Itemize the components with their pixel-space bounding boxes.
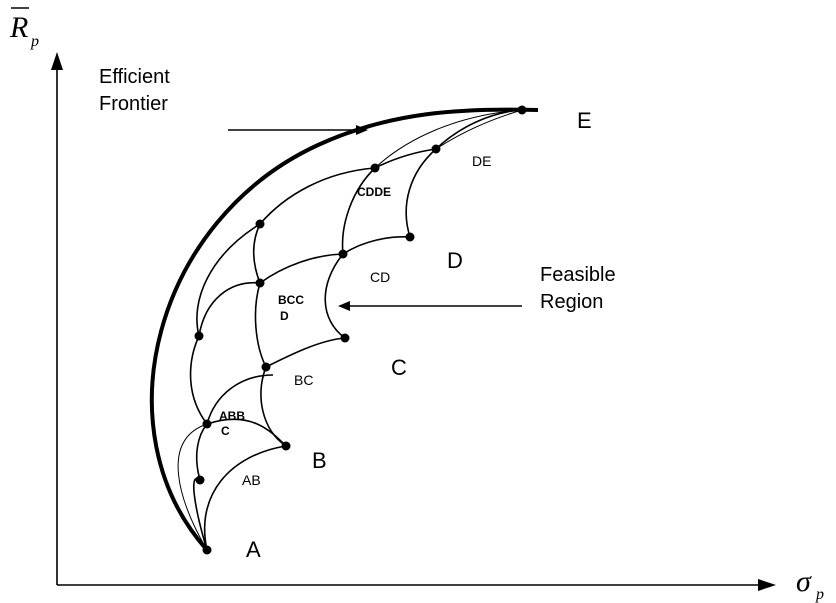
curve-cd-d [342,236,411,255]
curve-de-to-e-thin [435,109,523,150]
curve-frontier-to-bccd [196,223,261,337]
point-de-dot [431,144,441,154]
curve-d-de [405,148,437,238]
efficient-frontier-curve [150,107,539,552]
x-axis-label: σ [796,565,812,598]
point-a-label: A [246,537,261,562]
curve-ab-side [195,423,208,481]
point-bccd-dot [255,278,265,288]
point-c-dot [340,333,350,343]
curve-cdde-to-e-thin [374,109,523,169]
point-upper-left-dot [255,219,265,229]
point-e-label: E [577,108,592,133]
y-axis-label: R [9,11,28,44]
region-abbc-label-line1: ABB [219,409,245,423]
point-cd-dot [338,249,348,259]
curve-left-abbc-upper [189,335,208,425]
point-b-label: B [312,448,327,473]
point-abbc-dot [202,419,212,429]
curve-cdde-down [341,167,376,255]
feasible-region-label-line2: Region [540,291,603,313]
point-d-dot [405,232,415,242]
point-ab-mid-dot [195,475,205,485]
point-left-mid-dot [194,331,204,341]
point-e-dot [517,105,527,115]
curve-upper-left-bccd [252,223,261,284]
point-bc-dot [261,362,271,372]
region-cd-label: CD [370,269,390,285]
point-c-label: C [391,355,407,380]
region-abbc-label-line2: C [221,424,230,438]
curve-left-bccd [198,281,261,337]
point-b-dot [281,441,291,451]
curve-a-b [203,445,287,551]
y-axis-arrow-icon [51,52,63,70]
feasible-region-label-line1: Feasible [540,264,616,286]
region-bccd-label-line1: BCC [278,293,304,307]
region-de-label: DE [472,153,491,169]
region-bccd-label-line2: D [280,309,289,323]
curve-a-thin-left [177,423,208,551]
curve-c-cd [324,253,346,339]
curve-abbc-b [206,418,287,447]
region-ab-label: AB [242,472,261,488]
curve-bccd-cd [259,253,344,284]
x-axis-arrow-icon [758,579,776,591]
y-axis-label-subscript: p [30,33,39,50]
region-cdde-label: CDDE [357,185,391,199]
point-cdde-dot [370,163,380,173]
curve-b-bc [260,366,287,447]
curve-cdde-left [259,167,376,225]
curve-bccd-down [254,282,267,368]
efficient-frontier-label-line1: Efficient [99,66,170,88]
x-axis-label-subscript: p [815,586,824,603]
efficient-frontier-label-line2: Frontier [99,93,168,115]
point-a-dot [202,545,212,555]
region-bc-label: BC [294,372,313,388]
curve-cdde-de [374,148,437,169]
point-d-label: D [447,248,463,273]
curve-bc-c [265,337,346,368]
